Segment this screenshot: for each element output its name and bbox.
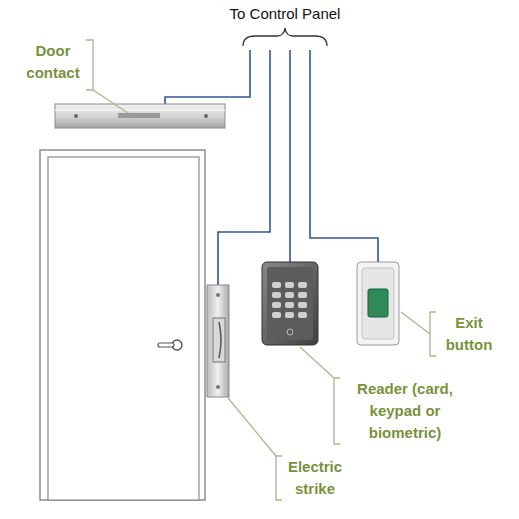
keypad-key — [298, 312, 307, 318]
heading-label: To Control Panel — [190, 3, 380, 25]
part-label: Electric strike — [281, 456, 349, 500]
keypad-key — [285, 292, 294, 298]
electric-strike-device — [207, 285, 229, 397]
brace — [243, 28, 327, 46]
keypad-key — [272, 282, 281, 288]
keypad-key — [272, 312, 281, 318]
keypad-key — [272, 302, 281, 308]
keypad-key — [285, 312, 294, 318]
part-label: Reader (card, keypad or biometric) — [340, 378, 470, 443]
keypad-key — [285, 302, 294, 308]
keypad-key — [298, 302, 307, 308]
part-label: Door contact — [20, 40, 86, 84]
reader-device — [262, 262, 318, 345]
exit-button-device — [357, 262, 399, 345]
keypad-key — [298, 292, 307, 298]
keypad-key — [298, 282, 307, 288]
keypad-key — [285, 282, 294, 288]
door — [40, 150, 205, 500]
part-label: Exit button — [436, 312, 502, 356]
door-contact-device — [55, 104, 225, 128]
keypad-key — [272, 292, 281, 298]
